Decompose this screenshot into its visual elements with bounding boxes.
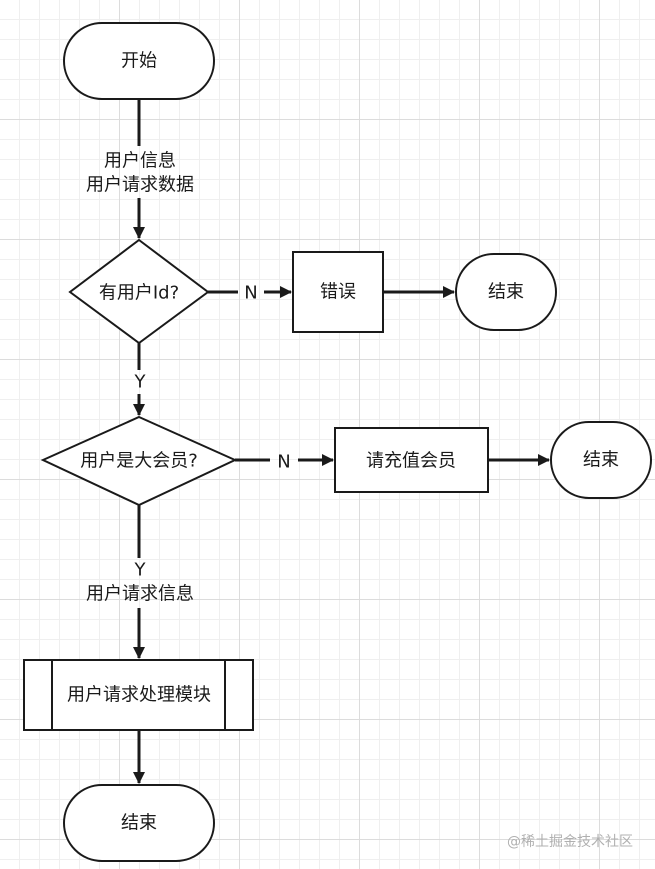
is-vip-label: 用户是大会员? [80, 451, 198, 472]
error-label: 错误 [320, 282, 356, 303]
recharge-process [334, 427, 489, 493]
has-user-id-label: 有用户Id? [99, 283, 179, 304]
start-label: 开始 [121, 51, 157, 72]
end-error-label: 结束 [488, 282, 524, 303]
end-error-terminal [455, 253, 557, 331]
end-final-label: 结束 [121, 813, 157, 834]
has-user-id-decision [68, 238, 210, 345]
watermark-text: @稀土掘金技术社区 [507, 834, 633, 850]
edge-label-check-no: N [244, 283, 257, 304]
end-final-terminal [63, 784, 215, 862]
start-terminal [63, 22, 215, 100]
edge-label-user-request-data: 用户请求数据 [86, 175, 194, 196]
is-vip-decision [40, 415, 238, 507]
recharge-label: 请充值会员 [366, 451, 456, 472]
error-process [292, 251, 384, 333]
edge-label-check-yes: Y [134, 372, 147, 393]
edge-label-vip-no: N [277, 452, 290, 473]
edge-label-user-request-info: 用户请求信息 [86, 584, 194, 605]
process-module-subprocess [23, 659, 254, 731]
edge-label-user-info: 用户信息 [104, 151, 176, 172]
edge-label-vip-yes: Y [134, 560, 147, 581]
process-module-label: 用户请求处理模块 [67, 685, 211, 706]
end-recharge-terminal [550, 421, 652, 499]
end-recharge-label: 结束 [583, 450, 619, 471]
